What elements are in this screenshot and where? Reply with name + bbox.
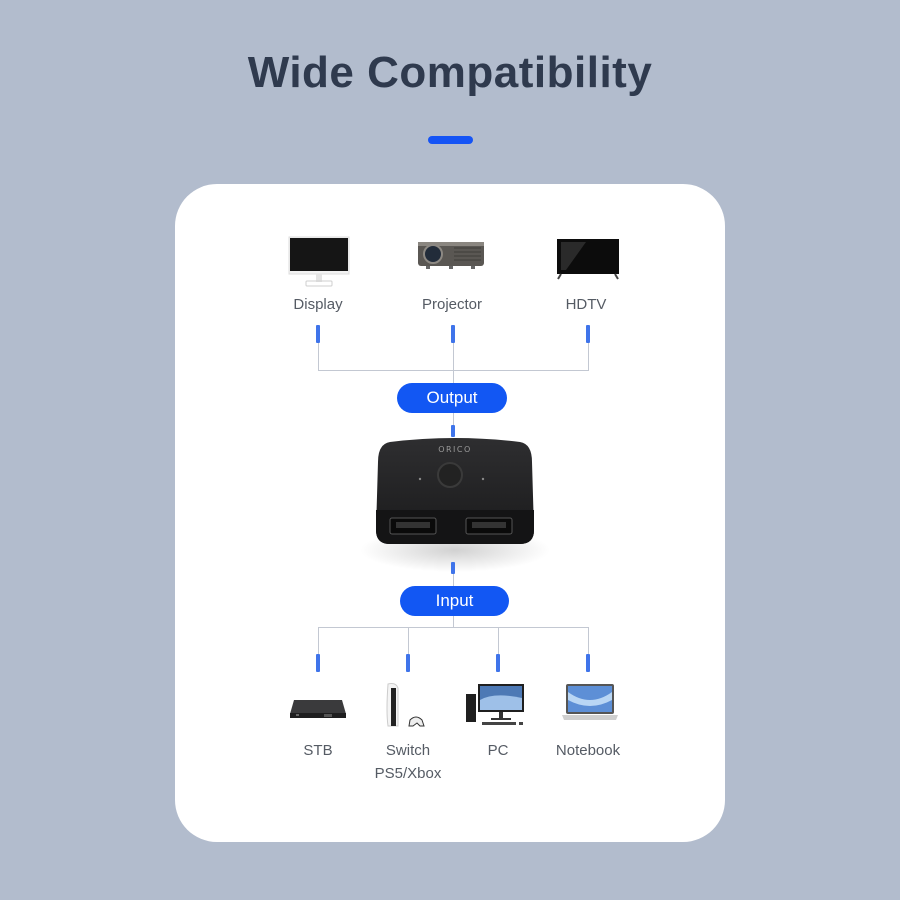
connector-tick: [496, 654, 500, 672]
connector-tick: [586, 325, 590, 343]
projector-icon: [418, 242, 484, 269]
page-title: Wide Compatibility: [247, 48, 653, 97]
connector-line: [318, 627, 589, 628]
input-badge: Input: [400, 586, 509, 616]
title-accent-bar: [428, 136, 473, 144]
set-top-box-icon: [290, 700, 346, 718]
connector-line: [408, 627, 409, 654]
output-device-label-hdtv: HDTV: [565, 296, 607, 313]
connector-tick: [406, 654, 410, 672]
connector-line: [453, 574, 454, 586]
connector-line: [453, 343, 454, 383]
output-badge: Output: [397, 383, 507, 413]
monitor-icon: [288, 236, 350, 287]
brand-logo: ORICO: [438, 445, 472, 454]
hdmi-switch-icon: ORICO: [360, 438, 550, 572]
input-device-label-notebook: Notebook: [555, 742, 621, 759]
tv-icon: [557, 239, 619, 280]
connector-line: [588, 627, 589, 654]
connector-tick: [451, 562, 455, 574]
input-device-label-switch: Switch: [385, 742, 431, 759]
connector-tick: [316, 654, 320, 672]
desktop-pc-icon: [466, 684, 524, 725]
connector-tick: [451, 325, 455, 343]
input-device-label-switch-line2: PS5/Xbox: [374, 765, 442, 782]
connector-line: [318, 627, 319, 654]
laptop-icon: [562, 684, 618, 720]
output-device-label-projector: Projector: [421, 296, 483, 313]
connector-line: [453, 616, 454, 628]
input-device-label-pc: PC: [487, 742, 509, 759]
connector-line: [498, 627, 499, 654]
input-device-label-stb: STB: [303, 742, 333, 759]
connector-line: [453, 413, 454, 425]
connector-tick: [586, 654, 590, 672]
connector-line: [318, 370, 589, 371]
connector-line: [588, 343, 589, 370]
connector-tick: [316, 325, 320, 343]
connector-line: [318, 343, 319, 370]
game-console-icon: [386, 683, 425, 727]
connector-tick: [451, 425, 455, 437]
output-device-label-display: Display: [293, 296, 343, 313]
